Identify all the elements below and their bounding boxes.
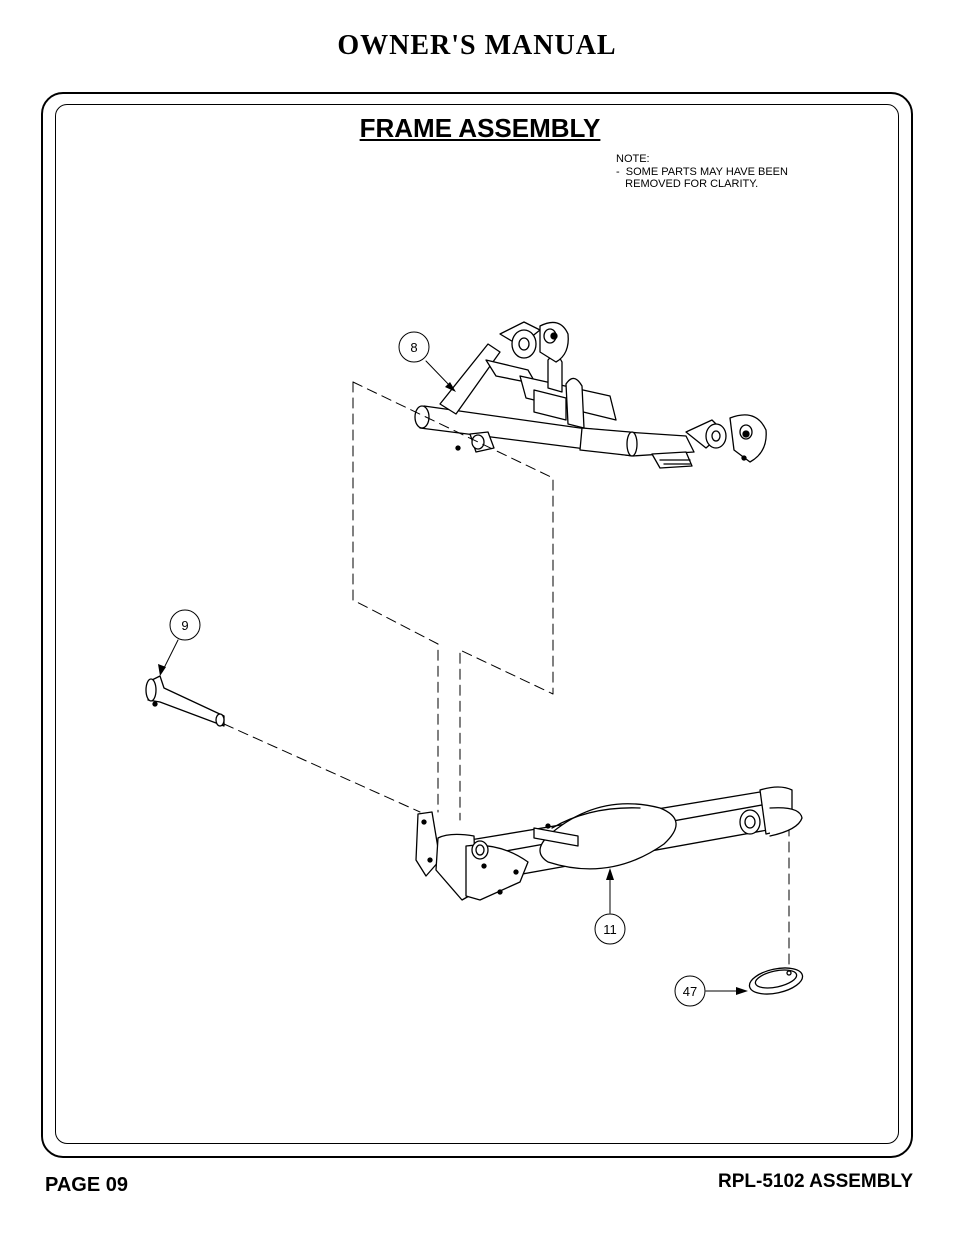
document-code: RPL-5102 ASSEMBLY [718,1171,913,1192]
callout-arrowheads [158,382,748,995]
callout-bubble-47: 47 [674,975,706,1007]
callout-bubble-8: 8 [398,331,430,363]
callout-label-8: 8 [410,340,417,355]
callout-bubble-9: 9 [169,609,201,641]
manual-title: OWNER'S MANUAL [337,30,617,61]
base-frame-part-11 [415,786,803,901]
inner-frame-border [55,104,899,1144]
section-title: FRAME ASSEMBLY [359,113,601,143]
clarity-note: NOTE: - SOME PARTS MAY HAVE BEEN REMOVED… [616,153,788,190]
alignment-phantom-lines [223,381,790,969]
ring-part-47 [748,967,804,995]
callout-label-11: 11 [603,922,617,937]
page-number: PAGE 09 [45,1174,128,1196]
callout-label-9: 9 [181,618,188,633]
upper-frame-part-8 [414,321,767,469]
outer-frame-border [41,92,913,1158]
pin-part-9 [145,675,225,727]
callout-bubble-11: 11 [594,913,626,945]
callout-label-47: 47 [683,984,697,999]
